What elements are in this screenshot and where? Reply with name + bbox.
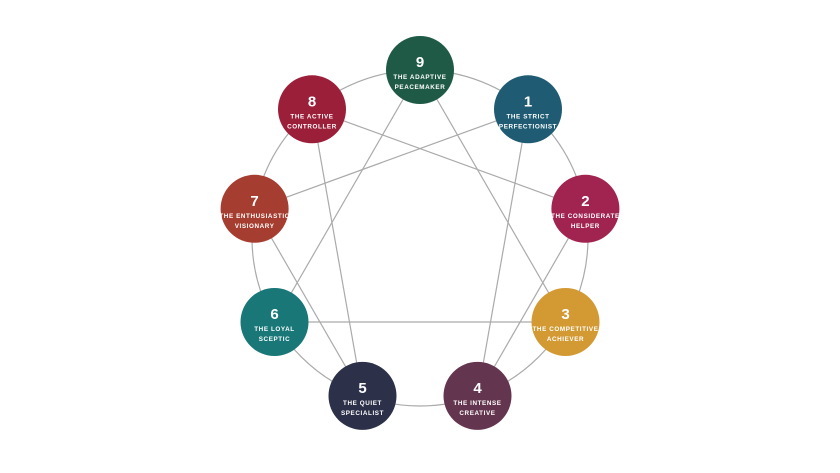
type-node-circle xyxy=(551,174,620,243)
type-node-circle xyxy=(220,174,289,243)
type-number: 3 xyxy=(561,306,569,323)
type-number: 9 xyxy=(416,54,424,71)
connection-line-7-1 xyxy=(254,108,529,210)
connection-line-5-7 xyxy=(254,208,364,397)
type-number: 1 xyxy=(524,93,532,110)
type-label-line: THE CONSIDERATE xyxy=(551,213,620,220)
connection-line-4-2 xyxy=(476,208,586,397)
type-label-line: THE ACTIVE xyxy=(290,113,333,120)
connection-line-6-9 xyxy=(273,69,421,323)
type-label-line: VISIONARY xyxy=(235,223,275,230)
connection-line-1-4 xyxy=(476,109,529,397)
type-label-line: SPECIALIST xyxy=(341,410,384,417)
type-node-circle xyxy=(494,75,562,144)
type-number: 5 xyxy=(358,380,366,397)
type-label-line: THE ENTHUSIASTIC xyxy=(219,213,289,220)
type-label-line: HELPER xyxy=(571,223,600,230)
type-number: 7 xyxy=(250,193,258,210)
type-node-circle xyxy=(443,361,512,430)
connection-lines xyxy=(254,69,586,397)
type-number: 6 xyxy=(270,306,278,323)
connection-line-9-3 xyxy=(419,69,567,323)
type-node-circle xyxy=(278,75,346,144)
type-number: 8 xyxy=(308,93,316,110)
type-label-line: THE QUIET xyxy=(343,400,382,407)
type-number: 2 xyxy=(581,193,589,210)
type-label-line: PEACEMAKER xyxy=(395,84,446,91)
type-label-line: THE ADAPTIVE xyxy=(393,74,446,81)
type-label-line: THE COMPETITIVE xyxy=(532,326,598,333)
type-label-line: SCEPTIC xyxy=(259,336,291,343)
type-label-line: ACHIEVER xyxy=(547,336,584,343)
type-label-line: THE STRICT xyxy=(506,113,549,120)
type-node-circle xyxy=(328,361,397,430)
type-label-line: PERFECTIONIST xyxy=(499,123,557,130)
type-label-line: THE INTENSE xyxy=(453,400,501,407)
type-number: 4 xyxy=(473,380,482,397)
type-label-line: CREATIVE xyxy=(459,410,495,417)
type-label-line: THE LOYAL xyxy=(254,326,295,333)
connection-line-2-8 xyxy=(311,108,586,210)
type-label-line: CONTROLLER xyxy=(287,123,337,130)
type-node-circle xyxy=(240,288,309,356)
type-node-circle xyxy=(386,36,454,104)
connection-line-8-5 xyxy=(311,109,364,397)
type-node-circle xyxy=(531,288,600,356)
